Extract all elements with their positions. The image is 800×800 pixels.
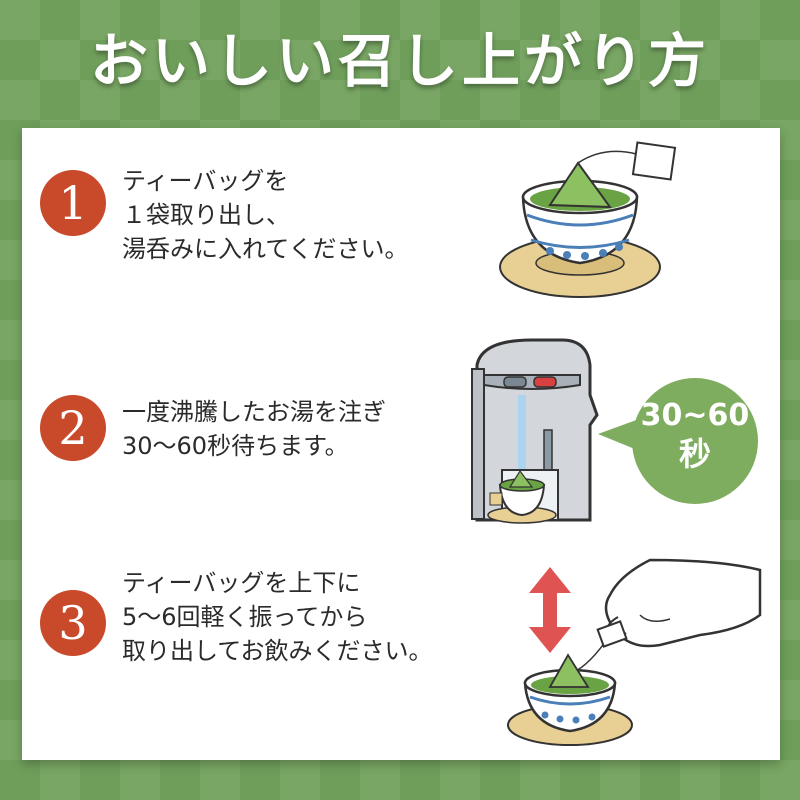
hand-shaking-teabag-illustration xyxy=(507,558,762,746)
check-square xyxy=(640,80,680,120)
check-square xyxy=(440,760,480,800)
step-3-badge: 3 xyxy=(40,590,106,656)
step-1-badge: 1 xyxy=(40,170,106,236)
check-square xyxy=(600,760,640,800)
hot-water-pot-illustration xyxy=(471,338,599,524)
check-square xyxy=(480,80,520,120)
check-square xyxy=(360,760,400,800)
step-2-badge: 2 xyxy=(40,395,106,461)
check-square xyxy=(680,760,720,800)
check-square xyxy=(240,80,280,120)
teabag-in-cup-illustration xyxy=(499,141,677,298)
check-square xyxy=(0,80,40,120)
check-square xyxy=(640,0,680,40)
check-square xyxy=(720,0,760,40)
check-square xyxy=(600,40,640,80)
steep-time-unit: 秒 xyxy=(678,435,711,473)
check-square xyxy=(760,40,800,80)
step-3-line-1: ティーバッグを上下に xyxy=(122,569,361,597)
step-1-line-2: １袋取り出し、 xyxy=(122,201,290,229)
step-3-line-3: 取り出してお飲みください。 xyxy=(122,637,433,665)
check-square xyxy=(680,40,720,80)
check-square xyxy=(360,40,400,80)
step-1-line-3: 湯呑みに入れてください。 xyxy=(122,235,409,263)
check-square xyxy=(320,80,360,120)
check-square xyxy=(560,80,600,120)
step-2-line-1: 一度沸騰したお湯を注ぎ xyxy=(122,398,386,426)
check-square xyxy=(440,40,480,80)
check-square xyxy=(200,760,240,800)
check-square xyxy=(280,40,320,80)
check-square xyxy=(240,0,280,40)
check-square xyxy=(40,40,80,80)
check-square xyxy=(520,40,560,80)
check-square xyxy=(520,760,560,800)
up-down-arrow-icon xyxy=(529,567,571,653)
check-square xyxy=(560,0,600,40)
check-square xyxy=(0,0,40,40)
check-square xyxy=(480,0,520,40)
check-square xyxy=(320,0,360,40)
check-square xyxy=(80,80,120,120)
check-square xyxy=(280,760,320,800)
check-square xyxy=(120,40,160,80)
bubble-pointer xyxy=(598,418,642,452)
check-square xyxy=(200,40,240,80)
step-1-line-1: ティーバッグを xyxy=(122,167,289,195)
step-3-text: ティーバッグを上下に 5〜6回軽く振ってから 取り出してお飲みください。 xyxy=(122,566,433,668)
check-square xyxy=(720,80,760,120)
step-2-line-2: 30〜60秒待ちます。 xyxy=(122,432,349,460)
check-square xyxy=(80,0,120,40)
check-square xyxy=(40,760,80,800)
check-square xyxy=(160,80,200,120)
page-title: おいしい召し上がり方 xyxy=(89,27,710,95)
check-square xyxy=(400,80,440,120)
check-square xyxy=(120,760,160,800)
steep-time-bubble: 30~60 秒 xyxy=(632,378,758,504)
check-square xyxy=(160,0,200,40)
steep-time-range: 30~60 xyxy=(640,398,750,433)
step-3-line-2: 5〜6回軽く振ってから xyxy=(122,603,368,631)
step-2-text: 一度沸騰したお湯を注ぎ 30〜60秒待ちます。 xyxy=(122,395,386,463)
check-square xyxy=(400,0,440,40)
step-1-text: ティーバッグを １袋取り出し、 湯呑みに入れてください。 xyxy=(122,164,409,266)
check-square xyxy=(760,760,800,800)
